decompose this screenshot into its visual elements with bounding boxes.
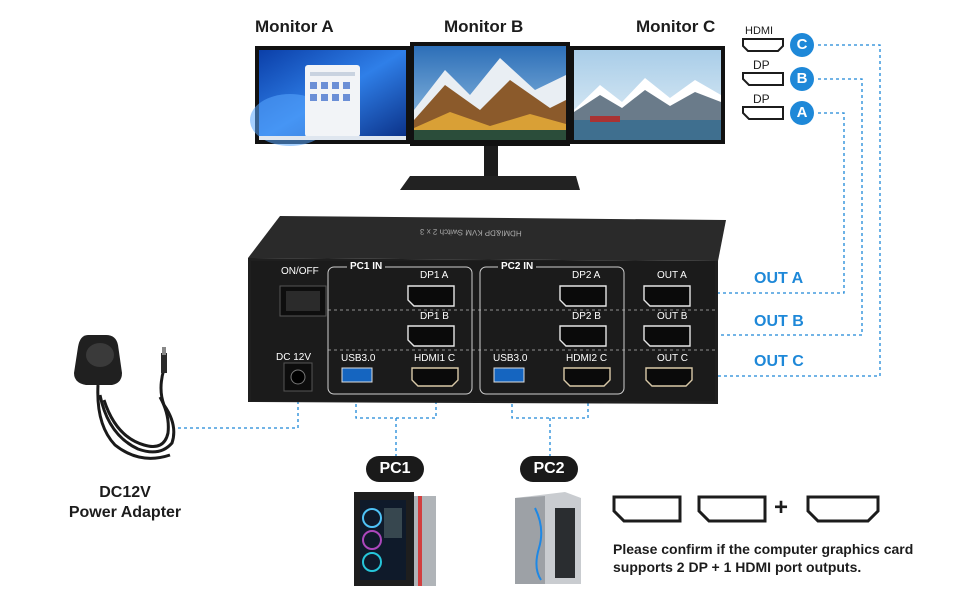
hdmi1-c-label: HDMI1 C — [414, 353, 456, 364]
legend-hdmi-label: HDMI — [745, 25, 774, 37]
dp1-b-label: DP1 B — [420, 311, 449, 322]
line-out-c — [706, 44, 881, 377]
monitor-stand-neck — [484, 146, 498, 176]
monitor-c-label: Monitor C — [636, 17, 716, 36]
displayport-a-icon — [742, 106, 784, 120]
adapter-caption-line1: DC12V — [99, 484, 151, 501]
legend-circle-b: B — [790, 67, 814, 91]
out-c-port-label: OUT C — [657, 353, 688, 364]
pc1-group-label: PC1 IN — [347, 261, 386, 272]
kvm-switch — [248, 216, 726, 404]
legend-dp-b-label: DP — [753, 58, 770, 72]
triple-monitor-setup — [250, 42, 725, 190]
dp2-a-label: DP2 A — [572, 270, 601, 281]
monitor-c — [570, 46, 725, 144]
kvm-top-text: HDMI&DP KVM Switch 2 x 3 — [419, 227, 522, 238]
displayport-b-icon — [742, 72, 784, 86]
out-a-label: OUT A — [754, 270, 804, 287]
pc2-tower-image — [515, 492, 581, 584]
line-pc2-bracket — [511, 392, 589, 419]
requirement-plus: + — [774, 494, 789, 521]
monitor-b-label: Monitor B — [444, 17, 524, 36]
pc2-badge: PC2 — [520, 456, 578, 482]
usb1-label: USB3.0 — [341, 353, 376, 364]
pc2-group-label: PC2 IN — [498, 261, 537, 272]
line-out-a — [706, 112, 845, 294]
out-b-port-label: OUT B — [657, 311, 688, 322]
line-power — [178, 398, 299, 429]
monitor-b — [410, 42, 570, 146]
adapter-caption-line2: Power Adapter — [68, 504, 182, 521]
power-switch-label: ON/OFF — [281, 266, 319, 277]
out-b-label: OUT B — [754, 313, 804, 330]
pc1-tower-image — [354, 492, 436, 586]
requirement-note-line2: supports 2 DP + 1 HDMI port outputs. — [613, 559, 862, 575]
requirement-dp-icon-2 — [697, 495, 767, 523]
line-out-b — [706, 78, 863, 336]
requirement-dp-icon-1 — [612, 495, 682, 523]
monitor-a-label: Monitor A — [255, 17, 334, 36]
legend-circle-a: A — [790, 101, 814, 125]
power-rocker-switch[interactable] — [286, 291, 314, 311]
requirement-hdmi-icon — [806, 495, 880, 523]
hdmi-port-icon — [742, 38, 784, 52]
monitor-a — [250, 46, 410, 146]
out-a-port-label: OUT A — [657, 270, 687, 281]
power-adapter-image — [74, 335, 176, 460]
legend-dp-a-label: DP — [753, 92, 770, 106]
legend-circle-c: C — [790, 33, 814, 57]
out-c-label: OUT C — [754, 353, 804, 370]
monitor-stand-base — [400, 176, 580, 190]
dc-input-label: DC 12V — [276, 352, 312, 363]
requirement-note-line1: Please confirm if the computer graphics … — [613, 541, 914, 557]
hdmi2-c-label: HDMI2 C — [566, 353, 608, 364]
dc-power-jack[interactable] — [284, 363, 312, 391]
dp2-b-label: DP2 B — [572, 311, 601, 322]
pc1-badge: PC1 — [366, 456, 424, 482]
usb2-label: USB3.0 — [493, 353, 528, 364]
dp1-a-label: DP1 A — [420, 270, 449, 281]
